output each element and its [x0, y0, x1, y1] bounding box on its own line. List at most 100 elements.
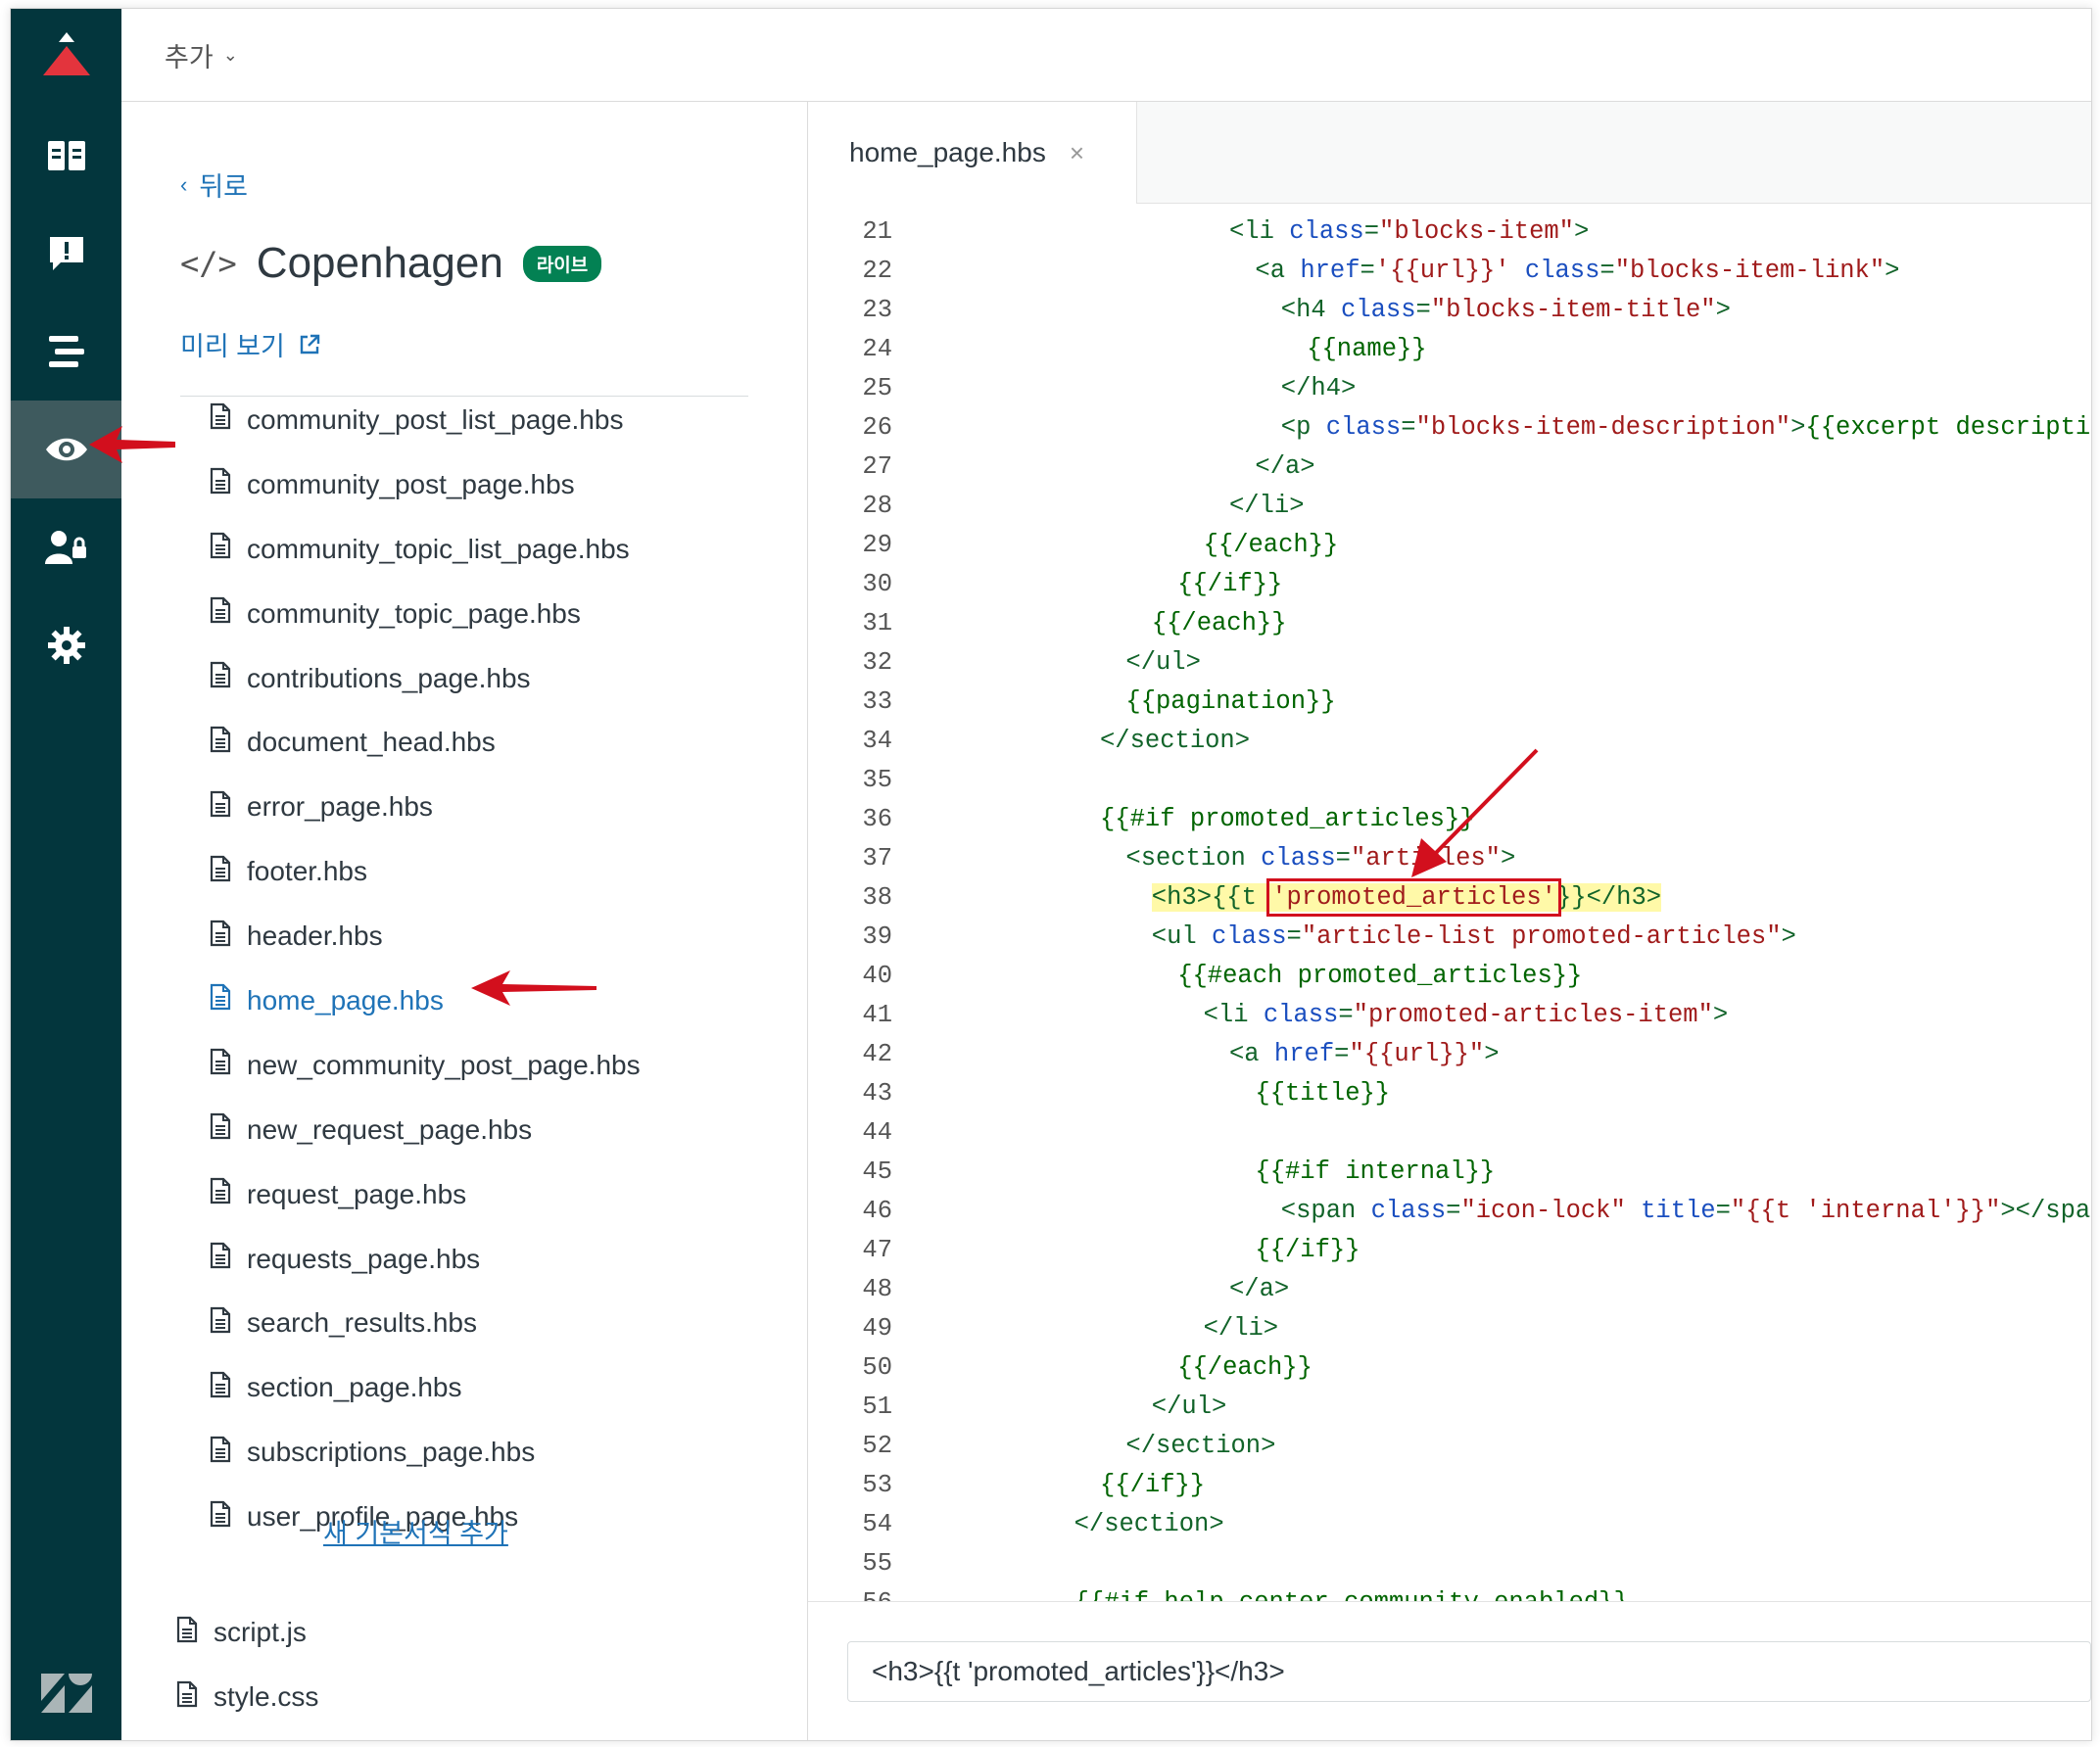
code-line: 56 {{#if help_center.community_enabled}}	[808, 1582, 2091, 1606]
template-file-label: subscriptions_page.hbs	[247, 1437, 536, 1468]
code-token: <a	[1255, 256, 1301, 285]
line-number: 29	[862, 530, 892, 559]
code-text: <span class="icon-lock" title="{{t 'inte…	[1281, 1197, 2091, 1225]
code-token: <h4	[1280, 295, 1342, 324]
code-line: 55	[808, 1543, 2091, 1582]
template-file-item[interactable]: section_page.hbs	[210, 1355, 758, 1420]
code-token: class	[1212, 921, 1287, 951]
code-token: </section>	[1125, 1431, 1276, 1460]
code-line: 38<h3>{{t 'promoted_articles'}}</h3>	[808, 877, 2091, 917]
line-number: 48	[862, 1274, 892, 1303]
line-number: 37	[862, 843, 892, 873]
code-token: '{{url}}'	[1374, 256, 1510, 285]
code-token: {{/if}}	[1255, 1235, 1360, 1264]
code-text: </ul>	[1125, 648, 1201, 677]
line-number: 54	[862, 1509, 892, 1538]
gear-icon[interactable]	[11, 596, 121, 694]
code-line: 24{{name}}	[808, 329, 2091, 368]
code-token: class	[1263, 1000, 1339, 1029]
code-token: >	[1573, 216, 1590, 246]
code-token: {{excerpt description}}	[1805, 412, 2091, 442]
template-file-item[interactable]: footer.hbs	[210, 839, 758, 904]
template-file-item[interactable]: new_community_post_page.hbs	[210, 1033, 758, 1098]
line-number: 23	[862, 295, 892, 324]
zendesk-logo-icon[interactable]	[11, 1654, 121, 1732]
template-file-item[interactable]: request_page.hbs	[210, 1162, 758, 1227]
code-token: =	[1334, 1039, 1350, 1068]
code-text: <a href="{{url}}">	[1229, 1040, 1500, 1068]
template-file-item[interactable]: header.hbs	[210, 904, 758, 968]
preview-label: 미리 보기	[180, 332, 285, 361]
code-line: 35	[808, 760, 2091, 799]
preview-link[interactable]: 미리 보기	[180, 325, 320, 363]
code-line: 36{{#if promoted_articles}}	[808, 799, 2091, 838]
code-text: </li>	[1204, 1314, 1279, 1343]
code-token: }}</h3>	[1555, 882, 1662, 912]
nav-rail	[11, 9, 121, 1740]
code-token: {{#if help_center.community_enabled}}	[1074, 1587, 1629, 1606]
line-number: 44	[862, 1117, 892, 1147]
code-line: 49</li>	[808, 1308, 2091, 1347]
code-text: {{name}}	[1307, 335, 1426, 363]
template-file-item[interactable]: new_request_page.hbs	[210, 1098, 758, 1162]
alert-icon[interactable]	[11, 205, 121, 303]
guide-icon[interactable]	[11, 107, 121, 205]
add-menu-button[interactable]: 추가 ⌄	[165, 36, 238, 74]
arrow-annotation-code	[1411, 748, 1539, 877]
code-text: {{/if}}	[1177, 570, 1282, 598]
file-icon	[210, 596, 231, 631]
chevron-left-icon: ‹	[180, 171, 188, 197]
code-line: 44	[808, 1112, 2091, 1152]
template-file-item[interactable]: community_topic_page.hbs	[210, 582, 758, 646]
code-line: 43{{title}}	[808, 1073, 2091, 1112]
code-token: {{name}}	[1307, 334, 1427, 363]
template-file-label: section_page.hbs	[247, 1372, 462, 1403]
theme-header: </> Copenhagen 라이브	[180, 239, 602, 288]
code-line: 48</a>	[808, 1269, 2091, 1308]
template-file-item[interactable]: subscriptions_page.hbs	[210, 1420, 758, 1485]
code-line: 23<h4 class="blocks-item-title">	[808, 290, 2091, 329]
template-file-item[interactable]: contributions_page.hbs	[210, 646, 758, 711]
theme-title: Copenhagen	[256, 239, 503, 287]
user-lock-icon[interactable]	[11, 498, 121, 596]
code-token: </li>	[1229, 491, 1305, 520]
theme-sidebar: ‹ 뒤로 </> Copenhagen 라이브 미리 보기 community_…	[121, 102, 808, 1740]
list-icon[interactable]	[11, 303, 121, 401]
close-icon[interactable]: ×	[1069, 137, 1085, 167]
root-file-item[interactable]: style.css	[176, 1665, 725, 1729]
template-file-item[interactable]: community_post_list_page.hbs	[210, 388, 758, 452]
code-text: {{/each}}	[1204, 531, 1339, 559]
code-token: "blocks-item-description"	[1415, 412, 1791, 442]
line-number: 35	[862, 765, 892, 794]
line-number: 50	[862, 1352, 892, 1382]
brand-logo-icon[interactable]	[11, 9, 121, 101]
code-token: </li>	[1203, 1313, 1279, 1343]
file-icon	[210, 402, 231, 437]
template-file-item[interactable]: error_page.hbs	[210, 775, 758, 839]
template-file-item[interactable]: user_profile_page.hbs	[210, 1485, 758, 1549]
root-file-item[interactable]: script.js	[176, 1600, 725, 1665]
template-file-item[interactable]: community_post_page.hbs	[210, 452, 758, 517]
code-line: 52</section>	[808, 1426, 2091, 1465]
new-template-link[interactable]: 새 기본서식 추가	[323, 1519, 508, 1548]
template-file-item[interactable]: document_head.hbs	[210, 710, 758, 775]
code-token: </a>	[1255, 451, 1315, 481]
template-file-item[interactable]: requests_page.hbs	[210, 1227, 758, 1292]
template-file-label: home_page.hbs	[247, 984, 444, 1015]
back-link[interactable]: ‹ 뒤로	[180, 165, 248, 204]
code-token: class	[1524, 256, 1600, 285]
code-token: </ul>	[1125, 647, 1201, 677]
line-number: 56	[862, 1587, 892, 1606]
file-icon	[210, 790, 231, 825]
code-area[interactable]: 21<li class="blocks-item">22<a href='{{u…	[808, 212, 2091, 1606]
code-token: =	[1338, 1000, 1354, 1029]
template-file-item[interactable]: search_results.hbs	[210, 1291, 758, 1355]
line-number: 46	[862, 1196, 892, 1225]
template-file-item[interactable]: home_page.hbs	[210, 968, 758, 1033]
file-icon	[210, 661, 231, 695]
line-number: 40	[862, 961, 892, 990]
editor-tab[interactable]: home_page.hbs ×	[808, 102, 1137, 204]
code-token: =	[1363, 216, 1380, 246]
template-file-item[interactable]: community_topic_list_page.hbs	[210, 517, 758, 582]
code-line: 51</ul>	[808, 1387, 2091, 1426]
